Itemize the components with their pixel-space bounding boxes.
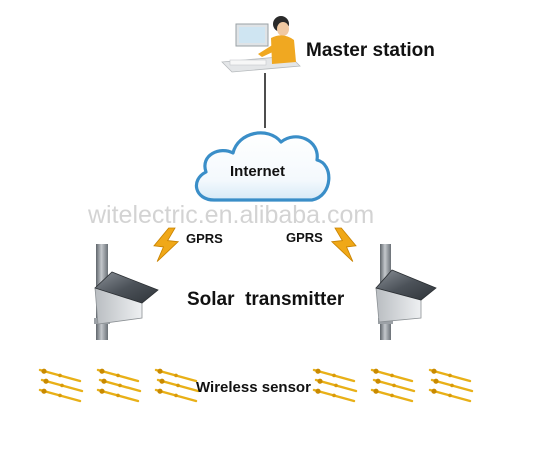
wireless-sensor-label: Wireless sensor bbox=[196, 379, 311, 396]
operator-workstation-icon bbox=[221, 16, 301, 73]
watermark: witelectric.en.alibaba.com bbox=[88, 201, 375, 229]
solar-panel-icon bbox=[375, 269, 437, 301]
solar-transmitter-label: Solar transmitter bbox=[187, 289, 345, 310]
master-station-label: Master station bbox=[306, 40, 435, 61]
cloud-icon bbox=[194, 131, 331, 202]
wireless-sensor-icon bbox=[96, 367, 142, 403]
solar-panel-icon bbox=[94, 271, 159, 304]
solar-transmitter-left bbox=[94, 244, 159, 340]
lightning-bolt-icon bbox=[331, 227, 357, 263]
wireless-sensor-icon bbox=[38, 367, 84, 403]
gprs-label-right: GPRS bbox=[286, 230, 323, 245]
wireless-sensor-icon bbox=[370, 367, 416, 403]
wireless-sensor-icon bbox=[154, 367, 200, 403]
solar-transmitter-right bbox=[375, 244, 437, 340]
lightning-bolt-icon bbox=[153, 227, 179, 263]
wireless-sensor-icon bbox=[428, 367, 474, 403]
gprs-label-left: GPRS bbox=[186, 231, 223, 246]
internet-label: Internet bbox=[230, 163, 286, 180]
wireless-sensor-icon bbox=[312, 367, 358, 403]
